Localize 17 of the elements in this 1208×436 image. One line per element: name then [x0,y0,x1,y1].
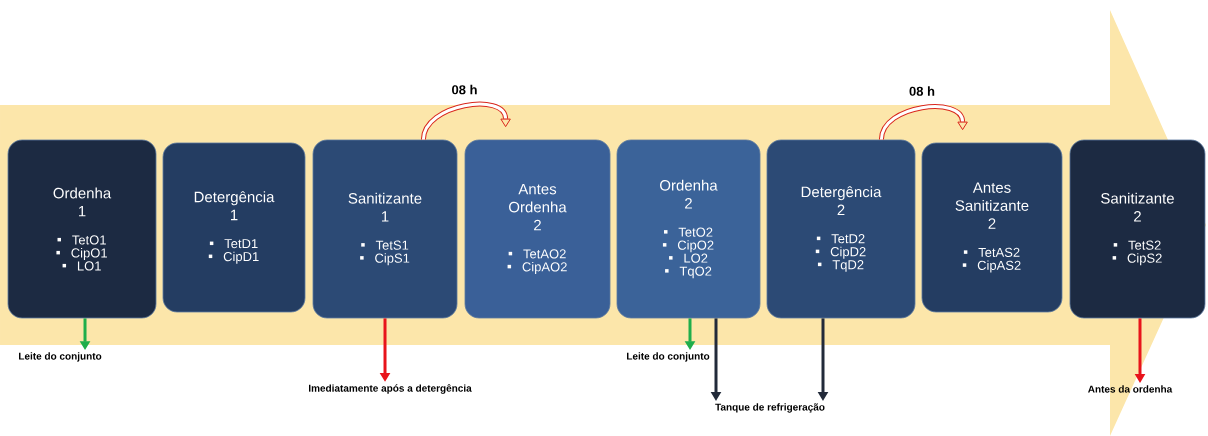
process-box: Antes Sanitizante 2 TetAS2 CipAS2 [921,142,1063,313]
process-box: Ordenha 2 TetO2 CipO2 LO2 TqO2 [616,139,761,319]
caption-text: Antes da ordenha [1088,385,1173,393]
process-box: Antes Ordenha 2 TetAO2 CipAO2 [464,139,611,319]
edge-label: 08 h [909,86,935,96]
edge-label: 08 h [452,84,477,95]
caption-text: Leite do conjunto [627,352,710,362]
caption-text: Leite do conjunto [19,352,102,362]
caption-text: Tanque de refrigeração [715,403,825,413]
process-box: Detergência 2 TetD2 CipD2 TqD2 [766,139,916,319]
caption-text: Imediatamente após a detergência [309,384,472,394]
curved-arrow [420,101,511,141]
process-box: Sanitizante 1 TetS1 CipS1 [312,139,458,319]
process-box: Detergência 1 TetD1 CipD1 [162,142,306,313]
process-box: Ordenha 1 TetO1 CipO1 LO1 [7,139,157,319]
process-box: Sanitizante 2 TetS2 CipS2 [1069,139,1206,319]
curved-arrow [878,104,968,141]
